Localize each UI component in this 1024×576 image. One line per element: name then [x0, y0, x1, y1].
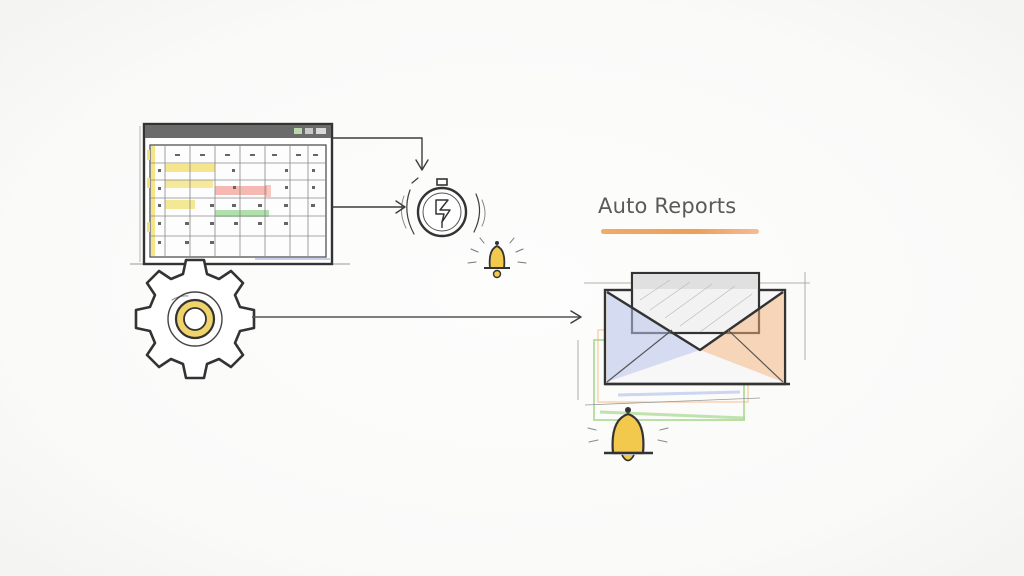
auto-reports-title: Auto Reports: [598, 194, 737, 218]
bell-icon: [467, 237, 527, 279]
gear-icon: [134, 258, 256, 380]
bell-icon: [587, 407, 669, 462]
stopwatch-icon: [400, 177, 486, 238]
envelope-icon: [577, 271, 810, 421]
title-underline: [601, 229, 759, 234]
gear-to-envelope-connector: [252, 310, 582, 324]
calendar-icon: [130, 122, 350, 266]
calendar-to-timer-connector: [332, 137, 429, 214]
